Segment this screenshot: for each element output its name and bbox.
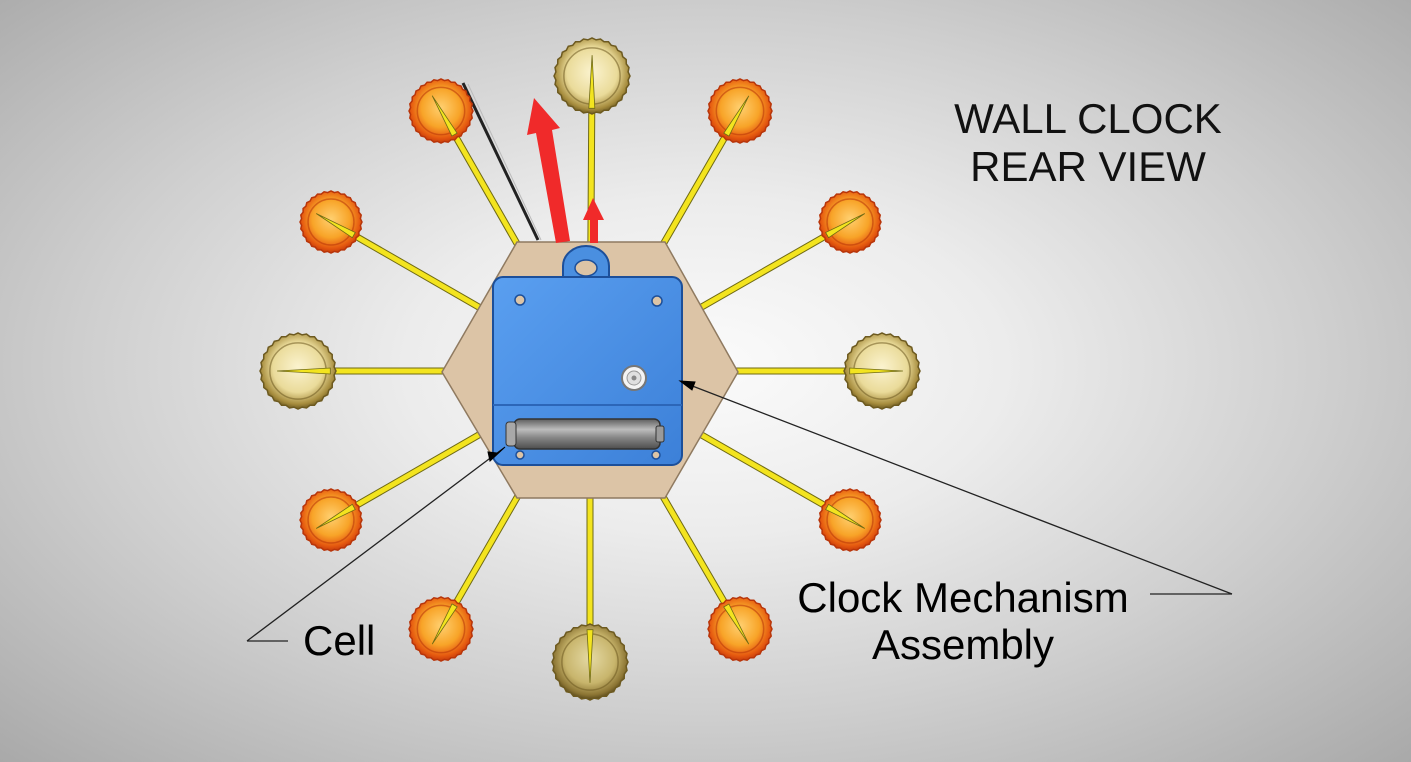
title-line-1: WALL CLOCK (954, 95, 1222, 142)
orange-cup (408, 78, 474, 144)
mechanism-leader-line (681, 381, 1233, 595)
cell-label: Cell (303, 617, 376, 664)
gold-cup (551, 623, 629, 701)
orange-cup (707, 78, 773, 144)
orange-cup (299, 190, 363, 254)
cell-leader-line (246, 452, 498, 642)
orange-cup (408, 596, 474, 662)
gold-cup (553, 37, 631, 115)
minute-hand (527, 98, 570, 243)
mechanism-arrowhead (678, 380, 696, 391)
orange-cup (299, 488, 363, 552)
screw-hole (651, 450, 661, 460)
leader-lines (246, 380, 1233, 642)
orange-cup (818, 488, 882, 552)
cups (259, 37, 921, 701)
mechanism-label: Clock Mechanism Assembly (780, 574, 1146, 668)
screw-hole (651, 295, 663, 307)
hour-hand (583, 198, 604, 243)
hanger-hole (574, 259, 598, 277)
screw-hole (515, 450, 525, 460)
screw-hole (514, 294, 526, 306)
mechanism-label-line-2: Assembly (871, 621, 1055, 668)
mechanism-label-line-1: Clock Mechanism (797, 574, 1129, 621)
orange-cup (818, 190, 882, 254)
aa-cell-battery (505, 418, 665, 450)
second-hand (461, 82, 540, 241)
title-line-2: REAR VIEW (970, 143, 1206, 190)
second-hand-highlight (467, 83, 542, 241)
gold-cup (259, 332, 337, 410)
clock-mechanism (492, 245, 683, 466)
mechanism-body (492, 276, 683, 466)
diagram-title: WALL CLOCK REAR VIEW (920, 95, 1256, 191)
orange-cup (707, 596, 773, 662)
adjustment-knob (621, 365, 647, 391)
cell-arrowhead (487, 446, 506, 462)
clock-hands (461, 82, 604, 243)
gold-cup (843, 332, 921, 410)
